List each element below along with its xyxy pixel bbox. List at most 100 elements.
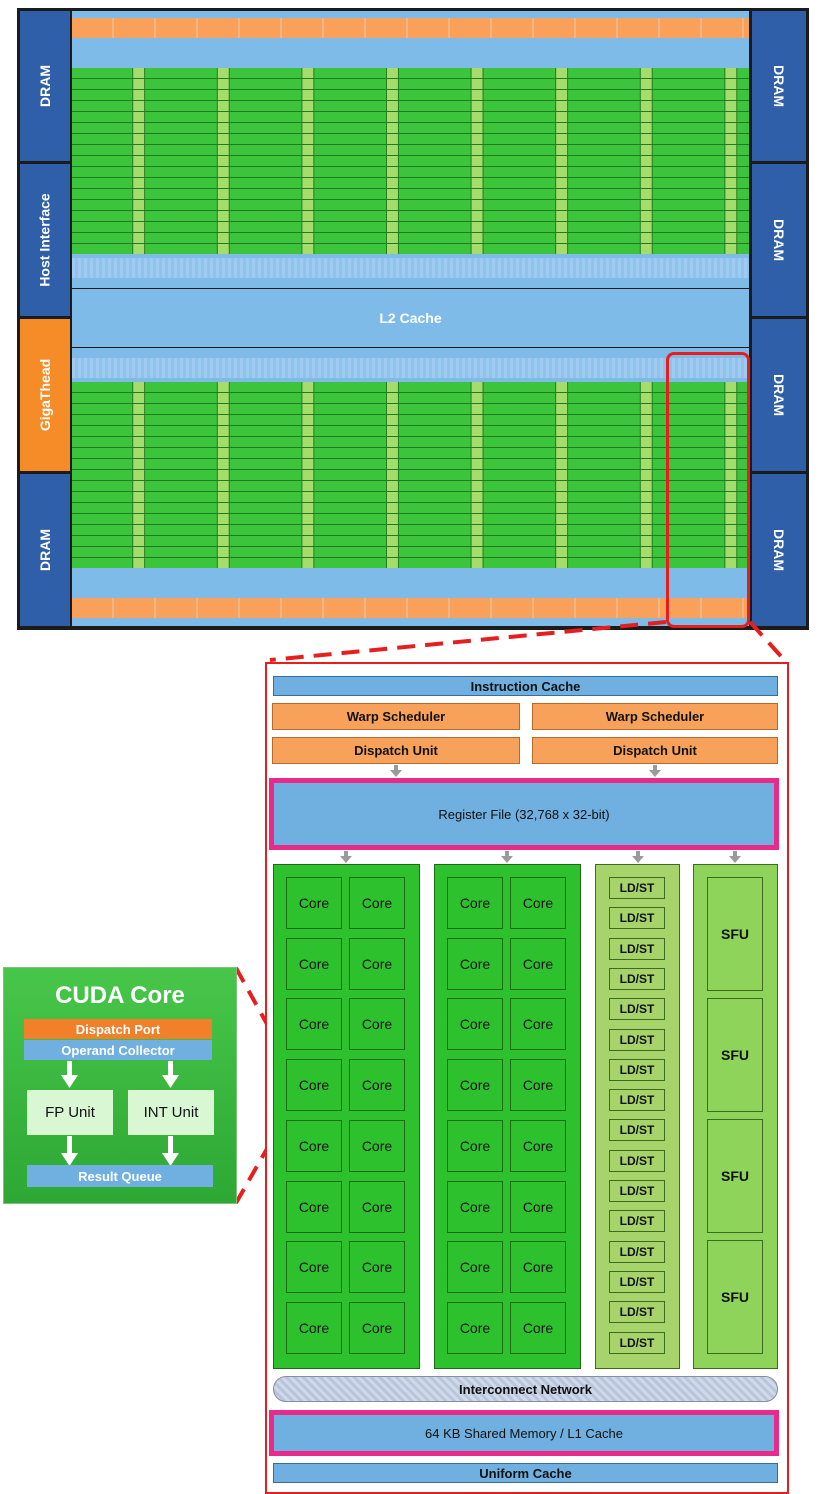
operand-collector-label: Operand Collector <box>61 1042 175 1058</box>
cuda-core-panel <box>3 967 237 1204</box>
core-unit: Core <box>286 937 342 990</box>
arrow-stem <box>344 851 348 857</box>
sfu-unit: SFU <box>707 1240 763 1354</box>
down-arrow-icon <box>649 770 661 777</box>
l2-cache: L2 Cache <box>72 288 749 348</box>
ldst-unit: LD/ST <box>609 967 665 990</box>
dispatch-port-label: Dispatch Port <box>75 1021 161 1037</box>
instruction-cache-label: Instruction Cache <box>470 678 581 694</box>
core-unit: Core <box>349 1241 405 1294</box>
ldst-unit: LD/ST <box>609 1149 665 1172</box>
ldst-unit: LD/ST <box>609 1028 665 1051</box>
gigathread: GigaThead <box>20 319 70 471</box>
sm-array-bottom <box>72 382 749 568</box>
ldst-unit: LD/ST <box>609 907 665 930</box>
core-unit: Core <box>510 1059 566 1112</box>
uniform-cache: Uniform Cache <box>273 1463 778 1483</box>
ldst-unit: LD/ST <box>609 998 665 1021</box>
core-unit: Core <box>447 1301 503 1354</box>
interconnect-network-label: Interconnect Network <box>459 1381 592 1397</box>
core-unit: Core <box>447 1119 503 1172</box>
core-unit: Core <box>349 1180 405 1233</box>
result-queue-label: Result Queue <box>78 1168 162 1184</box>
register-file: Register File (32,768 x 32-bit) <box>269 778 779 850</box>
int-unit-label: INT Unit <box>143 1104 199 1121</box>
register-file-label: Register File (32,768 x 32-bit) <box>438 806 610 822</box>
warp-scheduler-left-label: Warp Scheduler <box>346 709 446 724</box>
core-unit: Core <box>510 1301 566 1354</box>
down-arrow-icon <box>61 1153 78 1166</box>
right-dram-2: DRAM <box>752 164 806 316</box>
core-unit: Core <box>447 998 503 1051</box>
core-unit: Core <box>349 998 405 1051</box>
instruction-cache: Instruction Cache <box>273 676 778 696</box>
core-unit: Core <box>286 877 342 929</box>
ldst-unit: LD/ST <box>609 1240 665 1263</box>
warp-scheduler-right-label: Warp Scheduler <box>605 709 705 724</box>
ldst-unit: LD/ST <box>609 1301 665 1324</box>
core-unit: Core <box>510 1241 566 1294</box>
dispatch-port: Dispatch Port <box>24 1019 212 1039</box>
core-unit: Core <box>447 1241 503 1294</box>
arrow-shaft <box>168 1061 173 1077</box>
warp-scheduler-right: Warp Scheduler <box>532 703 778 730</box>
down-arrow-icon <box>162 1153 179 1166</box>
down-arrow-icon <box>501 856 513 863</box>
shared-memory-label: 64 KB Shared Memory / L1 Cache <box>425 1425 623 1441</box>
down-arrow-icon <box>61 1075 78 1088</box>
down-arrow-icon <box>340 856 352 863</box>
fp-unit: FP Unit <box>27 1090 113 1135</box>
warp-scheduler-left: Warp Scheduler <box>272 703 520 730</box>
core-unit: Core <box>349 1059 405 1112</box>
bottom-lightblue-strip <box>72 358 749 378</box>
ldst-unit: LD/ST <box>609 1331 665 1354</box>
arrow-shaft <box>168 1136 173 1156</box>
core-unit: Core <box>286 1059 342 1112</box>
down-arrow-icon <box>390 770 402 777</box>
ldst-unit: LD/ST <box>609 937 665 960</box>
core-unit: Core <box>447 1180 503 1233</box>
ldst-unit: LD/ST <box>609 877 665 899</box>
cuda-core-arrows <box>61 1061 179 1166</box>
arrow-stem <box>733 851 737 857</box>
dispatch-unit-left: Dispatch Unit <box>272 737 520 764</box>
sm-array-top <box>72 68 749 254</box>
right-dram-1: DRAM <box>752 11 806 161</box>
core-unit: Core <box>286 1180 342 1233</box>
ldst-unit: LD/ST <box>609 1180 665 1202</box>
down-arrow-icon <box>162 1075 179 1088</box>
arrow-stem <box>394 765 398 771</box>
core-unit: Core <box>349 937 405 990</box>
l2-cache-label: L2 Cache <box>379 310 442 326</box>
core-unit: Core <box>286 1119 342 1172</box>
right-dram-3: DRAM <box>752 319 806 471</box>
core-unit: Core <box>510 998 566 1051</box>
ldst-unit: LD/ST <box>609 1270 665 1293</box>
ldst-unit: LD/ST <box>609 1089 665 1112</box>
dispatch-unit-left-label: Dispatch Unit <box>354 743 438 758</box>
sfu-unit: SFU <box>707 877 763 991</box>
bottom-orange-strip <box>72 598 749 618</box>
ldst-unit: LD/ST <box>609 1058 665 1081</box>
ldst-unit: LD/ST <box>609 1210 665 1233</box>
core-unit: Core <box>447 877 503 929</box>
core-unit: Core <box>447 1059 503 1112</box>
right-dram-4: DRAM <box>752 474 806 626</box>
ldst-unit: LD/ST <box>609 1119 665 1142</box>
sfu-unit: SFU <box>707 1119 763 1233</box>
arrow-stem <box>636 851 640 857</box>
cuda-core-title: CUDA Core <box>55 982 185 1009</box>
core-unit: Core <box>286 998 342 1051</box>
dispatch-unit-right-label: Dispatch Unit <box>613 743 697 758</box>
down-arrow-icon <box>632 856 644 863</box>
top-orange-strip <box>72 18 749 38</box>
core-unit: Core <box>510 877 566 929</box>
core-unit: Core <box>510 1119 566 1172</box>
shared-memory: 64 KB Shared Memory / L1 Cache <box>269 1410 779 1456</box>
interconnect-network: Interconnect Network <box>273 1376 778 1402</box>
core-unit: Core <box>349 877 405 929</box>
core-unit: Core <box>286 1241 342 1294</box>
operand-collector: Operand Collector <box>24 1040 212 1060</box>
core-unit: Core <box>349 1119 405 1172</box>
top-lightblue-strip <box>72 258 749 278</box>
